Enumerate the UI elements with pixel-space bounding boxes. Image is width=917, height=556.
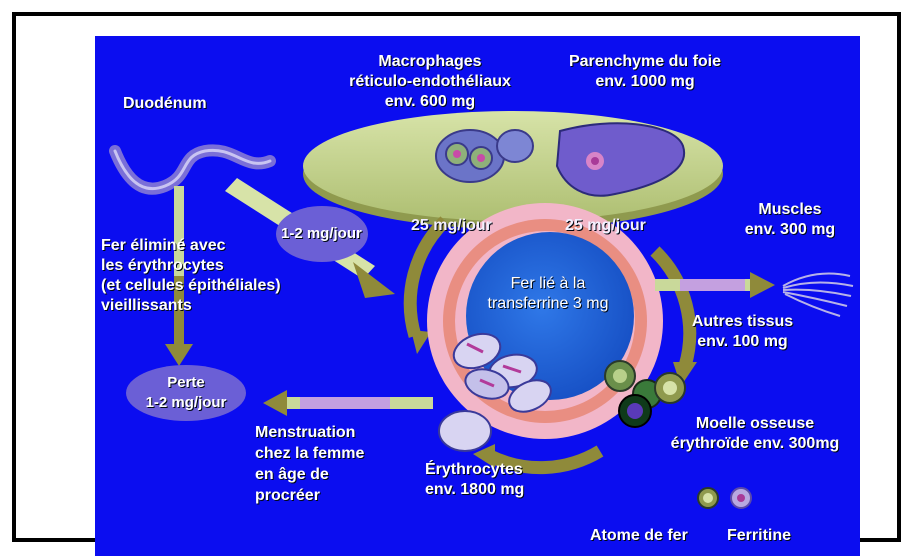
label-parenchyme-line2: env. 1000 mg: [550, 72, 740, 92]
figure-frame: Duodénum Macrophages réticulo-endothélia…: [12, 12, 901, 542]
label-fer-elimine-line3: (et cellules épithéliales): [101, 276, 281, 296]
label-perte-line2: 1-2 mg/jour: [126, 393, 246, 413]
label-perte-line1: Perte: [126, 373, 246, 393]
ferritin-icon: [731, 488, 751, 508]
iron-atom-icon: [698, 488, 718, 508]
label-perte: Perte 1-2 mg/jour: [126, 373, 246, 413]
label-erythrocytes: Érythrocytes env. 1800 mg: [425, 460, 524, 500]
label-macrophages: Macrophages réticulo-endothéliaux env. 6…: [335, 52, 525, 112]
label-transferrine-line1: Fer lié à la: [473, 274, 623, 294]
label-muscles: Muscles env. 300 mg: [735, 200, 845, 240]
legend-ferritin: Ferritine: [727, 526, 791, 546]
label-macrophages-line3: env. 600 mg: [335, 92, 525, 112]
label-absorption: 1-2 mg/jour: [281, 224, 362, 244]
label-autres-line2: env. 100 mg: [680, 332, 805, 352]
label-menstruation: Menstruation chez la femme en âge de pro…: [255, 422, 364, 506]
label-fer-elimine-line2: les érythrocytes: [101, 256, 281, 276]
label-parenchyme: Parenchyme du foie env. 1000 mg: [550, 52, 740, 92]
label-autres-tissus: Autres tissus env. 100 mg: [680, 312, 805, 352]
menstruation-arrow: [263, 390, 433, 416]
label-moelle-line1: Moelle osseuse: [650, 414, 860, 434]
label-moelle-line2: érythroïde env. 300mg: [650, 434, 860, 454]
label-parenchyme-line1: Parenchyme du foie: [550, 52, 740, 72]
label-muscles-line2: env. 300 mg: [735, 220, 845, 240]
label-flow-right: 25 mg/jour: [565, 216, 646, 236]
label-fer-elimine-line1: Fer éliminé avec: [101, 236, 281, 256]
legend-iron-atom: Atome de fer: [590, 526, 688, 546]
label-fer-elimine: Fer éliminé avec les érythrocytes (et ce…: [101, 236, 281, 316]
label-erythrocytes-line2: env. 1800 mg: [425, 480, 524, 500]
label-macrophages-line2: réticulo-endothéliaux: [335, 72, 525, 92]
label-menstruation-line4: procréer: [255, 485, 364, 506]
label-moelle: Moelle osseuse érythroïde env. 300mg: [650, 414, 860, 454]
label-menstruation-line2: chez la femme: [255, 443, 364, 464]
label-macrophages-line1: Macrophages: [335, 52, 525, 72]
label-transferrine-line2: transferrine 3 mg: [473, 294, 623, 314]
label-muscles-line1: Muscles: [735, 200, 845, 220]
label-flow-left: 25 mg/jour: [411, 216, 492, 236]
label-fer-elimine-line4: vieillissants: [101, 296, 281, 316]
muscle-icon: [783, 274, 853, 316]
iron-cycle-diagram: Duodénum Macrophages réticulo-endothélia…: [95, 36, 860, 556]
label-transferrine: Fer lié à la transferrine 3 mg: [473, 274, 623, 314]
label-menstruation-line1: Menstruation: [255, 422, 364, 443]
label-menstruation-line3: en âge de: [255, 464, 364, 485]
label-erythrocytes-line1: Érythrocytes: [425, 460, 524, 480]
label-duodenum: Duodénum: [123, 94, 207, 114]
label-autres-line1: Autres tissus: [680, 312, 805, 332]
